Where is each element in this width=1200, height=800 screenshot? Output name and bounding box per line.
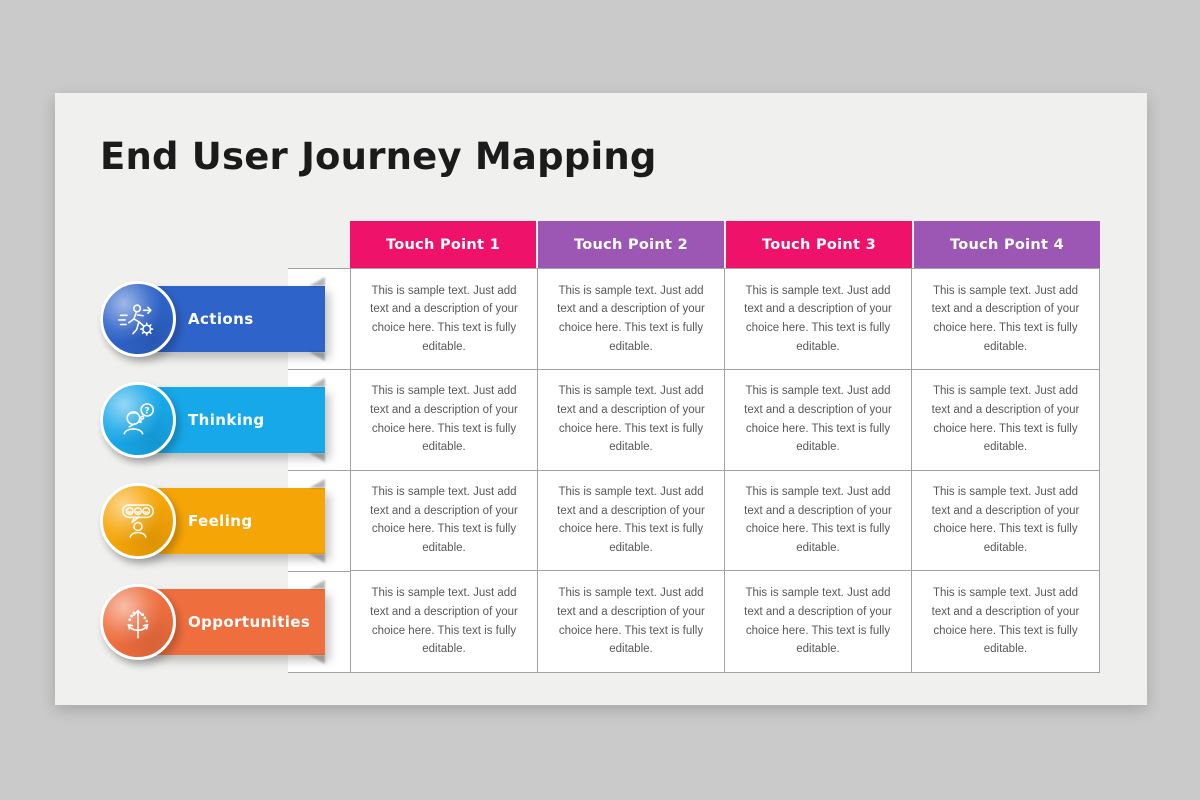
table-header-row: Touch Point 1 Touch Point 2 Touch Point … <box>350 221 1100 268</box>
row-label-cell <box>288 471 350 572</box>
row-pill-opportunities: Opportunities <box>100 584 325 660</box>
row-label: Opportunities <box>188 613 311 631</box>
table-cell: This is sample text. Just add text and a… <box>538 269 725 370</box>
row-label-cell <box>288 572 350 673</box>
row-label-cell <box>288 370 350 471</box>
table-cell: This is sample text. Just add text and a… <box>538 369 725 471</box>
row-pill-actions: Actions <box>100 281 325 357</box>
column-header-label: Touch Point 1 <box>385 236 501 253</box>
row-label: Feeling <box>188 512 253 530</box>
thinking-person-question-icon: ? <box>123 403 154 435</box>
branching-arrows-icon <box>127 609 149 639</box>
row-label-cell <box>288 269 350 370</box>
table-cell: This is sample text. Just add text and a… <box>931 587 1080 656</box>
table-cell: This is sample text. Just add text and a… <box>351 470 538 572</box>
table-cell: This is sample text. Just add text and a… <box>538 470 725 572</box>
running-person-gear-icon <box>117 304 154 336</box>
column-header-label: Touch Point 3 <box>761 236 877 253</box>
feedback-faces-icon <box>122 504 154 538</box>
column-header-label: Touch Point 4 <box>949 236 1065 253</box>
gloss-highlight <box>103 284 173 354</box>
table-cell: This is sample text. Just add text and a… <box>912 370 1099 471</box>
table-cell: This is sample text. Just add text and a… <box>725 269 912 370</box>
gloss-highlight <box>103 486 173 556</box>
row-icon-circle <box>100 281 176 357</box>
table-cell: This is sample text. Just add text and a… <box>725 571 912 672</box>
column-header-touch-point-3: Touch Point 3 <box>726 221 912 268</box>
row-icon-circle <box>100 483 176 559</box>
journey-table: This is sample text. Just add text and a… <box>350 268 1100 673</box>
row-label: Thinking <box>188 411 265 429</box>
column-header-touch-point-2: Touch Point 2 <box>538 221 724 268</box>
column-header-touch-point-4: Touch Point 4 <box>914 221 1100 268</box>
slide: End User Journey Mapping Touch Point 1 T… <box>55 93 1147 705</box>
svg-text:?: ? <box>144 406 150 417</box>
table-cell: This is sample text. Just add text and a… <box>351 369 538 471</box>
table-cell: This is sample text. Just add text and a… <box>351 571 538 672</box>
table-cell: This is sample text. Just add text and a… <box>351 269 538 370</box>
gloss-highlight <box>103 385 173 455</box>
row-pill-feeling: Feeling <box>100 483 325 559</box>
row-pill-thinking: ? Thinking <box>100 382 325 458</box>
table-cell: This is sample text. Just add text and a… <box>538 571 725 672</box>
row-label: Actions <box>188 310 254 328</box>
table-cell: This is sample text. Just add text and a… <box>912 269 1099 370</box>
column-header-label: Touch Point 2 <box>573 236 689 253</box>
slide-title: End User Journey Mapping <box>100 135 657 178</box>
row-icon-circle: ? <box>100 382 176 458</box>
column-header-touch-point-1: Touch Point 1 <box>350 221 536 268</box>
table-cell: This is sample text. Just add text and a… <box>725 470 912 572</box>
table-cell: This is sample text. Just add text and a… <box>725 369 912 471</box>
row-icon-circle <box>100 584 176 660</box>
table-cell: This is sample text. Just add text and a… <box>912 471 1099 572</box>
